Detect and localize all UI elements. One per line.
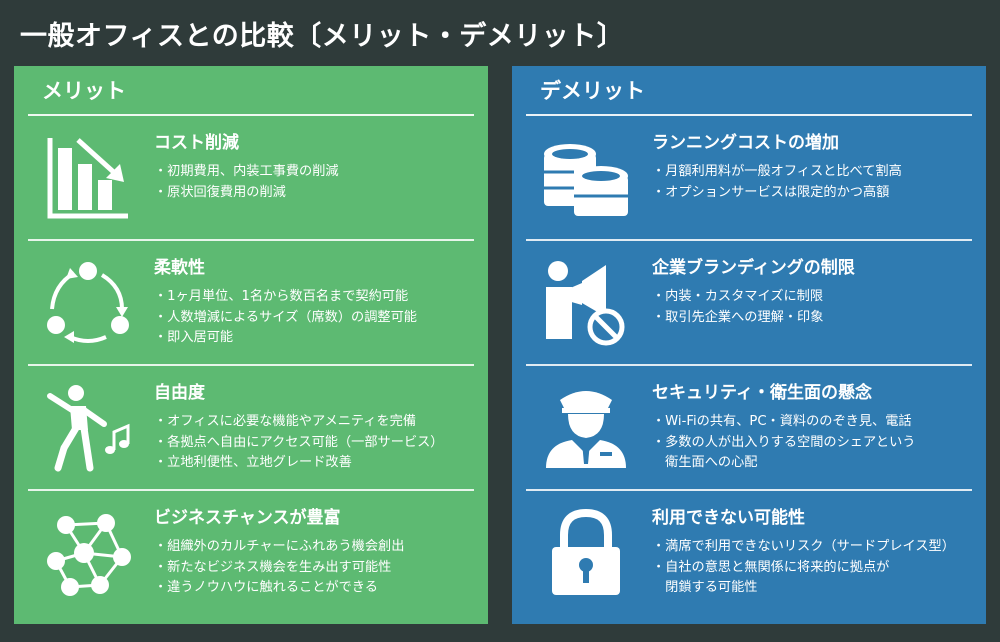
bullet: ・自社の意思と無関係に将来的に拠点が [652, 559, 890, 575]
merit-row-cost: コスト削減 ・初期費用、内装工事費の削減 ・原状回復費用の削減 [28, 116, 474, 241]
bullet: ・立地利便性、立地グレード改善 [154, 455, 352, 470]
row-title: 柔軟性 [154, 258, 205, 278]
row-title: ビジネスチャンスが豊富 [154, 508, 341, 528]
bullet: ・違うノウハウに触れることができる [154, 580, 378, 595]
dancing-person-icon [44, 384, 132, 472]
bullet: ・各拠点へ自由にアクセス可能（一部サービス） [154, 434, 444, 450]
bullet: ・多数の人が出入りする空間のシェアという [652, 434, 916, 450]
demerit-panel: デメリット ランニングコストの増加 [512, 66, 986, 624]
bullet: ・月額利用料が一般オフィスと比べて割高 [652, 164, 902, 179]
bullet: ・満席で利用できないリスク（サードプレイス型） [652, 539, 955, 554]
demerit-heading: デメリット [526, 66, 972, 116]
megaphone-prohibited-icon [542, 259, 630, 347]
bullet: ・オフィスに必要な機能やアメニティを完備 [154, 414, 417, 429]
bullet: ・1ヶ月単位、1名から数百名まで契約可能 [154, 289, 409, 304]
declining-bar-chart-icon [44, 134, 132, 222]
row-title: 利用できない可能性 [652, 508, 805, 528]
merit-heading: メリット [28, 66, 474, 116]
people-network-icon [44, 509, 132, 597]
bullet: ・人数増減によるサイズ（席数）の調整可能 [154, 309, 417, 325]
merit-row-business: ビジネスチャンスが豊富 ・組織外のカルチャーにふれあう機会創出 ・新たなビジネス… [28, 491, 474, 616]
bullet: ・即入居可能 [154, 330, 234, 345]
bullet: ・初期費用、内装工事費の削減 [154, 164, 339, 179]
coin-stacks-icon [542, 134, 630, 222]
merit-row-flexibility: 柔軟性 ・1ヶ月単位、1名から数百名まで契約可能 ・人数増減によるサイズ（席数）… [28, 241, 474, 366]
bullet: ・組織外のカルチャーにふれあう機会創出 [154, 539, 405, 554]
row-title: 自由度 [154, 383, 205, 403]
bullet: ・内装・カスタマイズに制限 [652, 289, 824, 304]
row-title: ランニングコストの増加 [652, 133, 839, 153]
row-title: セキュリティ・衛生面の懸念 [652, 383, 872, 403]
bullet: ・Wi-Fiの共有、PC・資料ののぞき見、電話 [652, 414, 912, 429]
demerit-row-running-cost: ランニングコストの増加 ・月額利用料が一般オフィスと比べて割高 ・オプションサー… [526, 116, 972, 241]
bullet: 閉鎖する可能性 [652, 580, 758, 595]
bullet: ・取引先企業への理解・印象 [652, 309, 824, 325]
bullet: 衛生面への心配 [652, 455, 758, 470]
cycle-arrows-icon [44, 259, 132, 347]
bullet: ・オプションサービスは限定的かつ高額 [652, 184, 890, 200]
page-title: 一般オフィスとの比較〔メリット・デメリット〕 [20, 21, 625, 52]
demerit-row-security: セキュリティ・衛生面の懸念 ・Wi-Fiの共有、PC・資料ののぞき見、電話 ・多… [526, 366, 972, 491]
demerit-row-branding: 企業ブランディングの制限 ・内装・カスタマイズに制限 ・取引先企業への理解・印象 [526, 241, 972, 366]
security-guard-icon [542, 384, 630, 472]
bullet: ・原状回復費用の削減 [154, 184, 286, 200]
bullet: ・新たなビジネス機会を生み出す可能性 [154, 559, 392, 575]
padlock-icon [542, 509, 630, 597]
row-title: 企業ブランディングの制限 [652, 258, 855, 278]
demerit-row-availability: 利用できない可能性 ・満席で利用できないリスク（サードプレイス型） ・自社の意思… [526, 491, 972, 616]
merit-row-freedom: 自由度 ・オフィスに必要な機能やアメニティを完備 ・各拠点へ自由にアクセス可能（… [28, 366, 474, 491]
row-title: コスト削減 [154, 133, 239, 153]
merit-panel: メリット コスト削減 ・初期費用、内装工事費の削減 ・原状回復費用の削減 [14, 66, 488, 624]
